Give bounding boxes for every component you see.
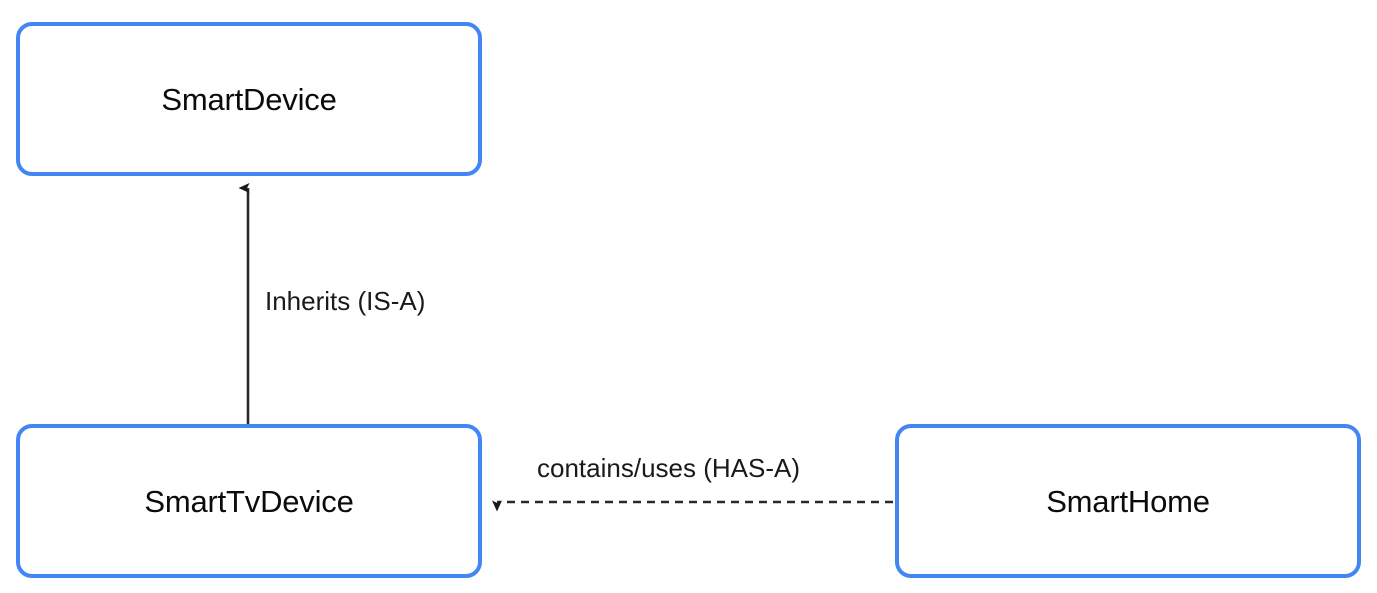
- edge-label-inherits: Inherits (IS-A): [265, 286, 426, 316]
- class-node-label: SmartDevice: [161, 81, 337, 117]
- class-node-smartdevice[interactable]: SmartDevice: [16, 22, 482, 176]
- class-node-smarthome[interactable]: SmartHome: [895, 424, 1361, 578]
- class-node-label: SmartTvDevice: [144, 483, 354, 519]
- class-node-smarttvdevice[interactable]: SmartTvDevice: [16, 424, 482, 578]
- class-node-label: SmartHome: [1046, 483, 1210, 519]
- edge-label-contains: contains/uses (HAS-A): [537, 453, 800, 483]
